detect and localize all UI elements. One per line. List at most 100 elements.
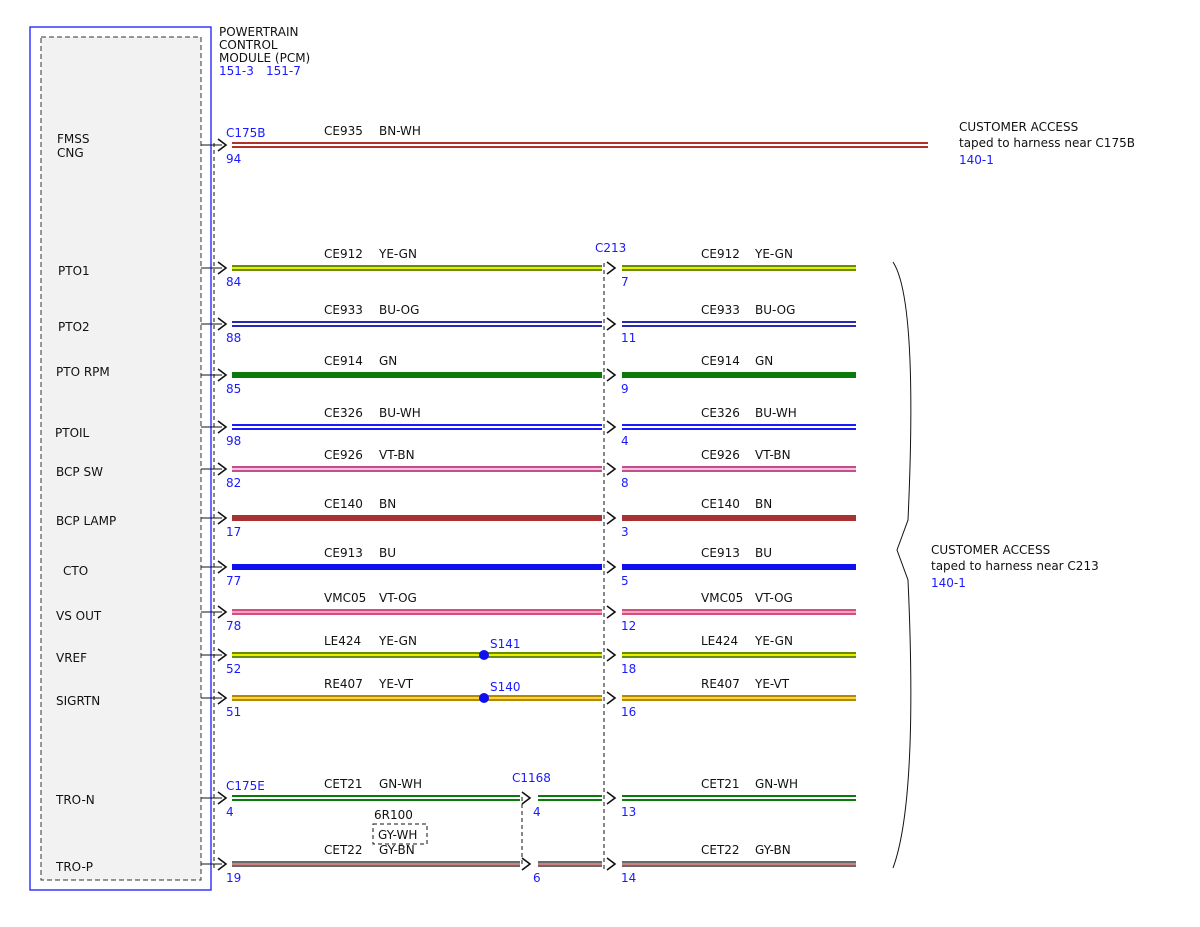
pcm-pin-arrow — [217, 317, 228, 331]
circuit-label-right: CET21 — [701, 777, 740, 791]
color-label-right: GN — [755, 354, 773, 368]
c213-arrow — [606, 420, 617, 434]
circuit-label: CE140 — [324, 497, 363, 511]
circuit-label-right: CE912 — [701, 247, 740, 261]
wire-line-left — [232, 372, 602, 378]
circuit-label-right: CE914 — [701, 354, 740, 368]
pcm-pin-number: 78 — [226, 619, 241, 633]
module-title-line-2: CONTROL — [219, 38, 278, 52]
wire-line-right — [622, 861, 856, 867]
color-label-right: YE-GN — [754, 247, 793, 261]
circuit-label: CE926 — [324, 448, 363, 462]
c213-label[interactable]: C213 — [595, 241, 626, 255]
circuit-label: RE407 — [324, 677, 363, 691]
c213-arrow — [606, 261, 617, 275]
wire-line-right — [622, 466, 856, 472]
pcm-pin-arrow — [217, 857, 228, 871]
circuit-label-right: VMC05 — [701, 591, 743, 605]
circuit-label: VMC05 — [324, 591, 366, 605]
module-title-line-3: MODULE (PCM) — [219, 51, 310, 65]
wire-line-left — [232, 564, 602, 570]
wire-line-left — [232, 515, 602, 521]
pcm-pin-label: PTOIL — [55, 426, 90, 440]
wire-line-left — [232, 466, 602, 472]
color-label-right: GN-WH — [755, 777, 798, 791]
wire-line — [232, 142, 928, 148]
pcm-pin-number: 82 — [226, 476, 241, 490]
pcm-pin-arrow — [217, 648, 228, 662]
module-ref-1[interactable]: 151-3 — [219, 64, 254, 78]
color-label-right: YE-GN — [754, 634, 793, 648]
c1168-arrow — [521, 857, 532, 871]
wire-line-left — [232, 652, 602, 658]
wire-line-left — [232, 795, 520, 801]
splice-label[interactable]: S141 — [490, 637, 521, 651]
connector-label[interactable]: C175E — [226, 779, 265, 793]
circuit-label: CE913 — [324, 546, 363, 560]
circuit-label-right: CE933 — [701, 303, 740, 317]
pcm-pin-label: TRO-P — [55, 860, 93, 874]
color-label: BU-OG — [379, 303, 419, 317]
circuit-label-right: RE407 — [701, 677, 740, 691]
circuit-label: CET21 — [324, 777, 363, 791]
pcm-pin-number: 52 — [226, 662, 241, 676]
splice-dot — [479, 650, 489, 660]
harness-brace — [892, 261, 912, 869]
pcm-pin-label: PTO1 — [58, 264, 90, 278]
pcm-pin-arrow — [217, 511, 228, 525]
pcm-pin-arrow — [217, 691, 228, 705]
color-label: GN — [379, 354, 397, 368]
color-label-right: VT-BN — [755, 448, 791, 462]
splice-label[interactable]: S140 — [490, 680, 521, 694]
pcm-pin-arrow — [217, 138, 228, 152]
access-mid-ref[interactable]: 140-1 — [931, 576, 966, 590]
wire-line-left — [232, 424, 602, 430]
wire-line-right — [622, 652, 856, 658]
c213-arrow — [606, 691, 617, 705]
pcm-pin-number: 98 — [226, 434, 241, 448]
access-mid-line-1: CUSTOMER ACCESS — [931, 543, 1050, 557]
color-label-right: YE-VT — [754, 677, 790, 691]
c213-pin-number: 12 — [621, 619, 636, 633]
pcm-pin-number: 94 — [226, 152, 241, 166]
color-label: YE-GN — [378, 634, 417, 648]
c213-arrow — [606, 368, 617, 382]
c1168-label[interactable]: C1168 — [512, 771, 551, 785]
pcm-pin-number: 51 — [226, 705, 241, 719]
color-label-right: BN — [755, 497, 772, 511]
pcm-pin-number: 77 — [226, 574, 241, 588]
access-top-ref[interactable]: 140-1 — [959, 153, 994, 167]
c213-pin-number: 11 — [621, 331, 636, 345]
wire-line-right — [622, 321, 856, 327]
module-ref-2[interactable]: 151-7 — [266, 64, 301, 78]
pcm-pin-number: 17 — [226, 525, 241, 539]
color-label-right: VT-OG — [755, 591, 793, 605]
access-top-line-2: taped to harness near C175B — [959, 136, 1135, 150]
color-label: YE-VT — [378, 677, 414, 691]
component-6r100-label: 6R100 — [374, 808, 413, 822]
pcm-pin-label: PTO2 — [58, 320, 90, 334]
circuit-label: LE424 — [324, 634, 361, 648]
pcm-pin-label: TRO-N — [55, 793, 95, 807]
pcm-pin-number: 19 — [226, 871, 241, 885]
c1168-arrow — [521, 791, 532, 805]
circuit-label-right: CE140 — [701, 497, 740, 511]
c213-arrow — [606, 648, 617, 662]
access-top-line-1: CUSTOMER ACCESS — [959, 120, 1078, 134]
pcm-pin-number: 85 — [226, 382, 241, 396]
color-label-right: BU-OG — [755, 303, 795, 317]
pcm-pin-arrow — [217, 368, 228, 382]
color-label: VT-OG — [379, 591, 417, 605]
pcm-pin-label: CTO — [63, 564, 88, 578]
access-mid-line-2: taped to harness near C213 — [931, 559, 1099, 573]
pcm-pin-label: SIGRTN — [56, 694, 100, 708]
circuit-label: CE912 — [324, 247, 363, 261]
connector-label[interactable]: C175B — [226, 126, 266, 140]
pcm-pin-label: BCP SW — [56, 465, 103, 479]
module-title-line-1: POWERTRAIN — [219, 25, 299, 39]
c1168-pin-number: 4 — [533, 805, 541, 819]
c213-pin-number: 8 — [621, 476, 629, 490]
c213-arrow — [606, 462, 617, 476]
circuit-label-right: CE913 — [701, 546, 740, 560]
c213-pin-number: 5 — [621, 574, 629, 588]
